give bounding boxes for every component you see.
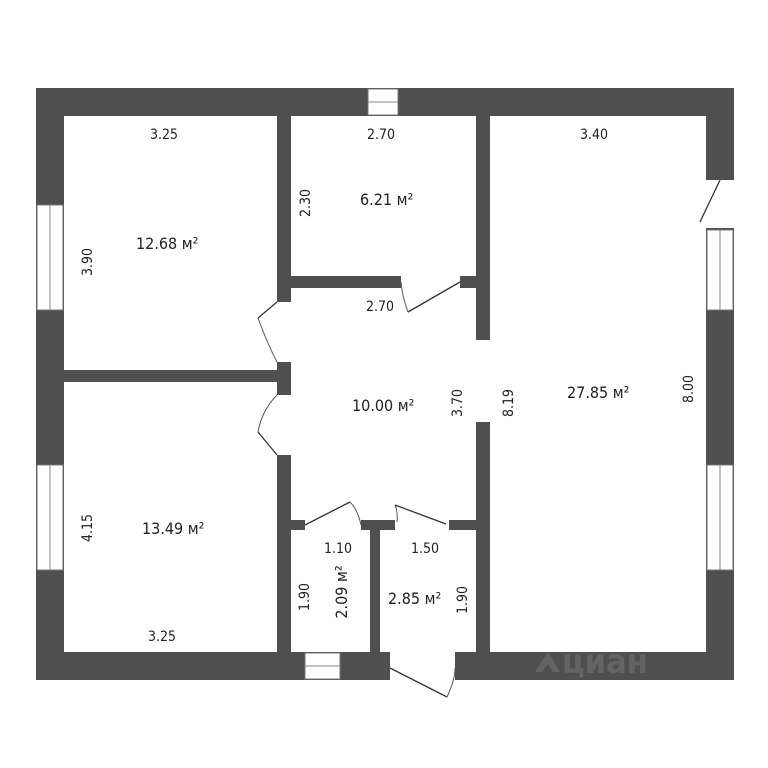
dim-label: 8.19 (501, 389, 517, 417)
windows (36, 88, 734, 680)
wall-left (36, 88, 64, 680)
outer-walls (36, 88, 734, 680)
door-entrance (389, 667, 448, 698)
wall-interior (277, 362, 291, 395)
wall-interior (476, 116, 490, 340)
wall-interior (460, 276, 476, 288)
watermark-text: циан (562, 642, 648, 682)
dim-label: 3.40 (580, 127, 608, 143)
door-left-bottom (257, 431, 278, 456)
dim-label: 3.25 (150, 127, 178, 143)
dim-label: 1.90 (455, 586, 471, 614)
dim-label: 2.70 (366, 299, 394, 315)
wall-interior (291, 276, 401, 288)
cian-logo-icon (535, 652, 560, 672)
dim-label: 8.00 (681, 375, 697, 403)
dim-label: 3.25 (148, 629, 176, 645)
wall-interior (476, 422, 490, 652)
dim-label: 2.70 (367, 127, 395, 143)
area-label: 27.85 м² (567, 383, 629, 402)
labels: 3.25 3.90 12.68 м² 4.15 13.49 м² 3.25 2.… (80, 127, 697, 645)
doors (257, 179, 721, 698)
area-label: 12.68 м² (136, 234, 198, 253)
area-label: 2.09 м² (332, 565, 351, 618)
door-small-room (407, 281, 461, 313)
door-bathroom (304, 501, 351, 526)
dim-label: 3.70 (450, 389, 466, 417)
area-label: 2.85 м² (388, 589, 441, 608)
area-label: 10.00 м² (352, 396, 414, 415)
watermark: циан (535, 642, 648, 682)
dim-label: 2.30 (298, 189, 314, 217)
dim-label: 1.50 (411, 541, 439, 557)
wall-interior (64, 370, 277, 382)
door-toilet (394, 504, 447, 525)
wall-interior (291, 520, 305, 530)
wall-bottom-right (455, 652, 734, 680)
wall-interior (277, 116, 291, 302)
interior-walls (64, 116, 490, 652)
door-left-top (257, 301, 278, 319)
dim-label: 3.90 (80, 248, 96, 276)
dim-label: 1.90 (297, 583, 313, 611)
dim-label: 4.15 (80, 514, 96, 542)
dim-label: 1.10 (324, 541, 352, 557)
door-balcony (699, 179, 721, 223)
wall-interior (370, 520, 380, 652)
area-label: 6.21 м² (360, 190, 413, 209)
area-label: 13.49 м² (142, 519, 204, 538)
wall-interior (277, 455, 291, 652)
wall-right-top (706, 88, 734, 180)
wall-interior (449, 520, 476, 530)
